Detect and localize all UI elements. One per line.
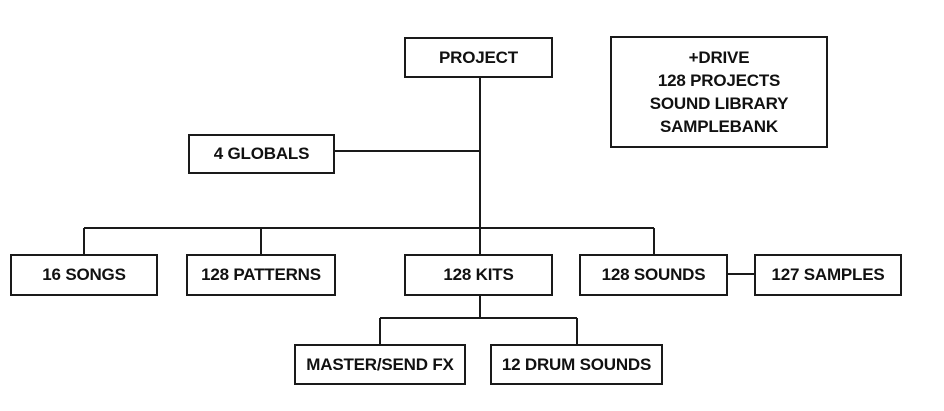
node-project: PROJECT bbox=[404, 37, 553, 78]
node-patterns: 128 PATTERNS bbox=[186, 254, 336, 296]
node-sounds: 128 SOUNDS bbox=[579, 254, 728, 296]
drive-line-projects: 128 PROJECTS bbox=[657, 71, 781, 90]
node-kits: 128 KITS bbox=[404, 254, 553, 296]
drive-line-drive: +DRIVE bbox=[688, 48, 750, 67]
node-drive: +DRIVE 128 PROJECTS SOUND LIBRARY SAMPLE… bbox=[610, 36, 828, 148]
drive-line-sound-library: SOUND LIBRARY bbox=[649, 94, 789, 113]
drive-line-samplebank: SAMPLEBANK bbox=[660, 117, 778, 136]
node-samples: 127 SAMPLES bbox=[754, 254, 902, 296]
node-songs: 16 SONGS bbox=[10, 254, 158, 296]
node-drum-sounds: 12 DRUM SOUNDS bbox=[490, 344, 663, 385]
node-master-send-fx: MASTER/SEND FX bbox=[294, 344, 466, 385]
node-globals: 4 GLOBALS bbox=[188, 134, 335, 174]
